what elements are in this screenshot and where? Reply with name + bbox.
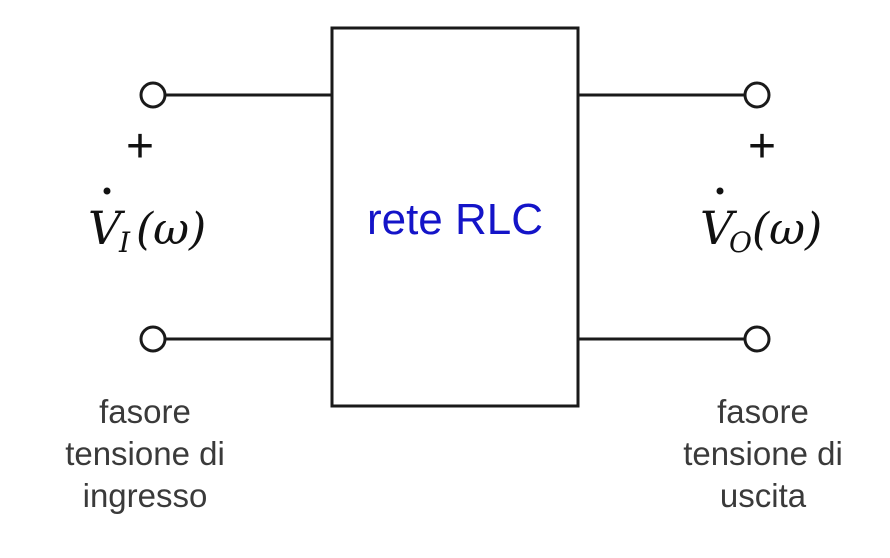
input-top-terminal <box>139 81 167 109</box>
input-caption: fasore tensione di ingresso <box>65 393 225 514</box>
rlc-network-block <box>330 26 580 408</box>
output-phasor-subscript: O <box>729 226 752 259</box>
input-phasor-subscript: I <box>118 226 131 259</box>
input-phasor: V I (ω) <box>88 187 206 259</box>
input-caption-line-2: tensione di <box>65 435 225 472</box>
output-phasor: V O (ω) <box>700 187 822 259</box>
input-plus-sign: + <box>126 120 154 173</box>
output-phasor-argument: (ω) <box>752 204 822 255</box>
output-top-terminal <box>743 81 771 109</box>
output-phasor-symbol: V <box>700 201 738 255</box>
output-caption-line-1: fasore <box>717 393 809 430</box>
input-phasor-argument: (ω) <box>136 204 206 255</box>
output-bottom-terminal <box>743 325 771 353</box>
input-caption-line-3: ingresso <box>83 477 208 514</box>
output-caption-line-3: uscita <box>720 477 807 514</box>
output-caption: fasore tensione di uscita <box>683 393 843 514</box>
output-caption-line-2: tensione di <box>683 435 843 472</box>
block-label: rete RLC <box>367 195 543 244</box>
output-phasor-dot <box>716 187 724 195</box>
input-phasor-dot <box>103 187 111 195</box>
input-phasor-symbol: V <box>88 201 126 255</box>
input-caption-line-1: fasore <box>99 393 191 430</box>
output-plus-sign: + <box>748 120 776 173</box>
input-bottom-terminal <box>139 325 167 353</box>
